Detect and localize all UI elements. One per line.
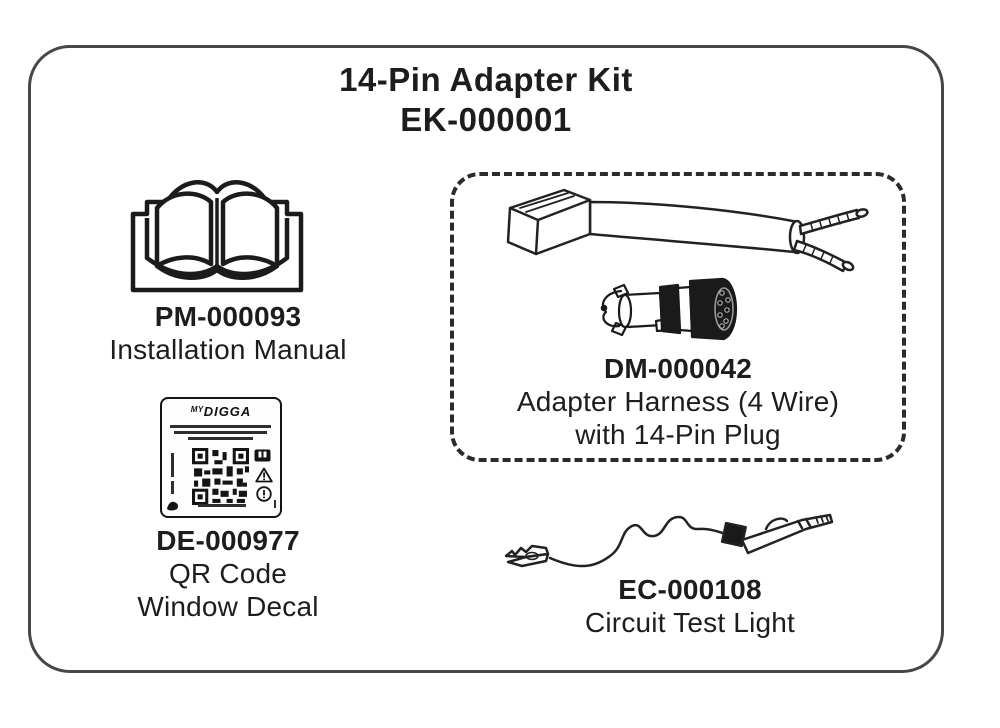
decal-fine-print-line <box>174 431 267 434</box>
decal-label: DE-000977 QR Code Window Decal <box>72 524 384 623</box>
decal-brand-logo: MYDIGGA <box>162 404 280 419</box>
harness-description-line1: Adapter Harness (4 Wire) <box>516 386 840 417</box>
harness-group-box <box>450 172 906 462</box>
test-light-description: Circuit Test Light <box>584 607 796 638</box>
test-light-label: EC-000108 Circuit Test Light <box>540 573 840 639</box>
kit-frame <box>28 45 944 673</box>
manual-label: PM-000093 Installation Manual <box>68 300 388 366</box>
scan-app-icon <box>254 449 271 462</box>
decal-fine-print-line <box>188 437 253 440</box>
qr-window-decal: MYDIGGA <box>160 397 282 518</box>
decal-fine-print-line <box>170 425 271 428</box>
harness-description-line2: with 14-Pin Plug <box>575 419 781 450</box>
warning-triangle-icon <box>255 467 273 483</box>
harness-label: DM-000042 Adapter Harness (4 Wire) with … <box>450 352 906 451</box>
decal-bottom-mark <box>274 500 276 508</box>
decal-description-line1: QR Code <box>168 558 288 589</box>
wire-harness-cable-illustration <box>506 188 869 273</box>
kit-title: 14-Pin Adapter Kit EK-000001 <box>28 60 944 140</box>
decal-vertical-fine-print <box>171 453 174 477</box>
qr-code-icon <box>192 448 249 505</box>
alert-circle-icon <box>256 486 272 502</box>
harness-part-number: DM-000042 <box>603 353 753 384</box>
test-light-part-number: EC-000108 <box>618 574 762 605</box>
decal-bottom-fine-print <box>198 504 246 507</box>
decal-brand-prefix: MY <box>190 405 204 414</box>
test-light-illustration <box>504 513 834 568</box>
manual-description: Installation Manual <box>109 334 347 365</box>
decal-vertical-fine-print <box>171 481 174 494</box>
kit-title-line: 14-Pin Adapter Kit <box>339 61 633 98</box>
decal-brand-name: DIGGA <box>203 404 252 419</box>
decal-part-number: DE-000977 <box>156 525 300 556</box>
decal-description-line2: Window Decal <box>137 591 319 622</box>
open-book-icon <box>130 180 304 293</box>
manual-part-number: PM-000093 <box>154 301 302 332</box>
decal-logo-mark <box>167 501 178 511</box>
kit-part-number: EK-000001 <box>400 101 572 138</box>
fourteen-pin-plug-illustration <box>600 277 738 341</box>
